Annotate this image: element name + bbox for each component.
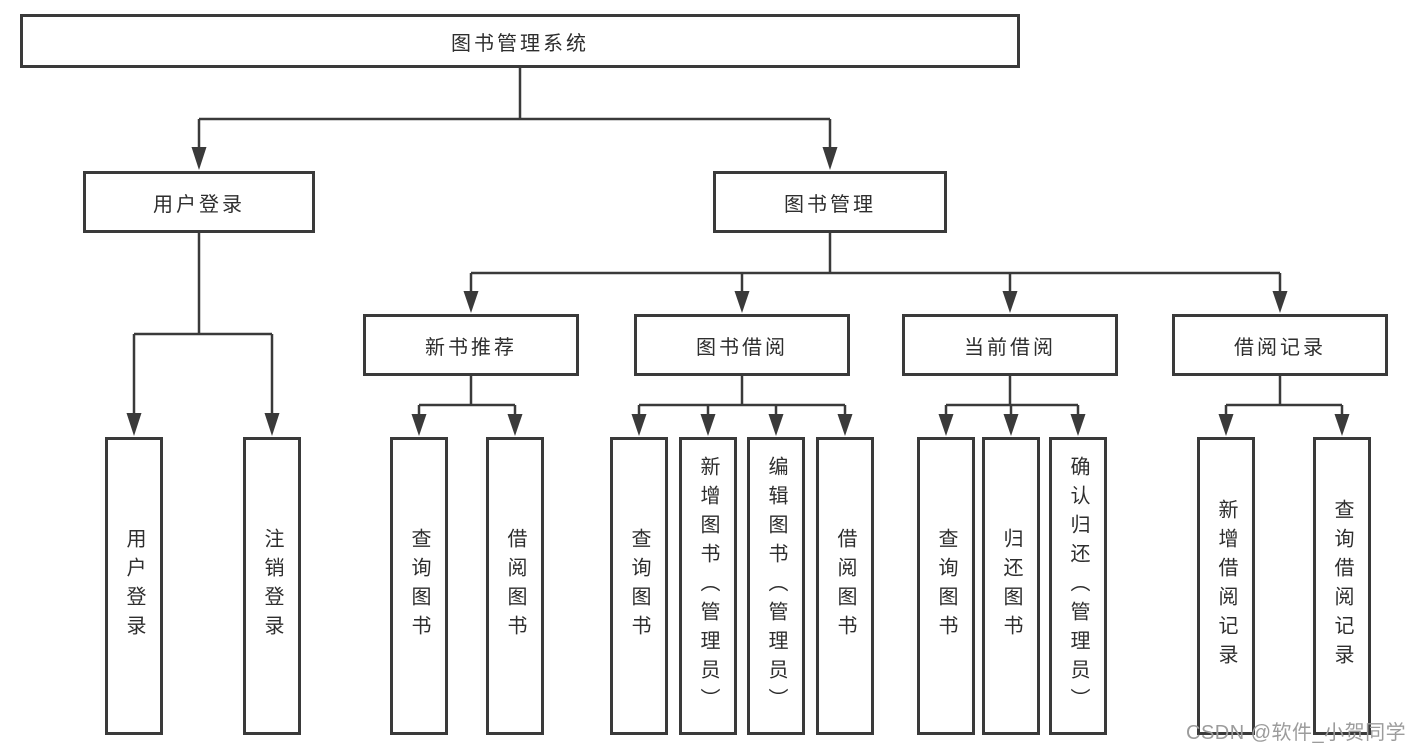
leaf-current-return-books: 归还图书: [982, 437, 1040, 735]
node-book-borrowing: 图书借阅: [634, 314, 850, 376]
leaf-current-query-books: 查询图书: [917, 437, 975, 735]
node-user-login: 用户登录: [83, 171, 315, 233]
leaf-records-query-record: 查询借阅记录: [1313, 437, 1371, 735]
node-current-borrowing: 当前借阅: [902, 314, 1118, 376]
leaf-current-confirm-return-admin: 确认归还（管理员）: [1049, 437, 1107, 735]
leaf-borrowing-query-books: 查询图书: [610, 437, 668, 735]
leaf-borrowing-add-books-admin: 新增图书（管理员）: [679, 437, 737, 735]
leaf-records-add-record: 新增借阅记录: [1197, 437, 1255, 735]
leaf-user-login: 用户登录: [105, 437, 163, 735]
csdn-watermark: CSDN @软件_小贺同学: [1186, 722, 1405, 744]
leaf-newbooks-query-books: 查询图书: [390, 437, 448, 735]
arrowheads: [126, 147, 1350, 436]
connector-paths: [132, 68, 1344, 417]
node-book-management: 图书管理: [713, 171, 947, 233]
node-new-book-recommend: 新书推荐: [363, 314, 579, 376]
leaf-borrowing-borrow-books: 借阅图书: [816, 437, 874, 735]
node-library-management-system: 图书管理系统: [20, 14, 1020, 68]
leaf-newbooks-borrow-books: 借阅图书: [486, 437, 544, 735]
leaf-logout: 注销登录: [243, 437, 301, 735]
node-borrowing-records: 借阅记录: [1172, 314, 1388, 376]
leaf-borrowing-edit-books-admin: 编辑图书（管理员）: [747, 437, 805, 735]
